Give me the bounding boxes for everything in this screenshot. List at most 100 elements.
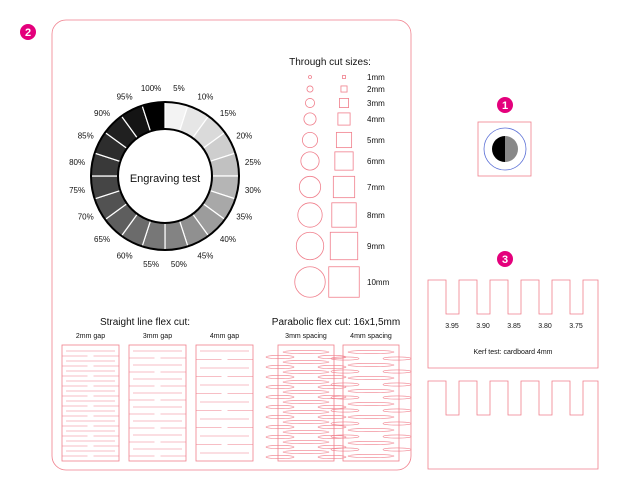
parabolic-flex-cut — [382, 356, 412, 361]
parabolic-flex-cut — [382, 395, 412, 400]
parabolic-flex-cut — [265, 425, 295, 429]
badge-3: 3 — [497, 251, 513, 267]
engraving-segment-label: 45% — [197, 251, 213, 260]
parabolic-flex-cut — [317, 395, 347, 399]
through-cut-circle — [298, 175, 322, 199]
parabolic-flex-cut — [265, 365, 295, 369]
parabolic-flex-cut — [282, 420, 330, 424]
parabolic-flex-cut — [330, 434, 360, 439]
through-cut-square — [334, 151, 354, 171]
straight-flex-sample — [195, 344, 254, 462]
through-cut-size-label: 4mm — [367, 115, 385, 124]
part-1-outer-circle — [483, 127, 527, 171]
kerf-comb-lower — [427, 380, 599, 470]
engraving-segment-label: 95% — [117, 93, 133, 102]
engraving-segment-label: 65% — [94, 235, 110, 244]
engraving-segment-label: 90% — [94, 109, 110, 118]
part-1-dark-half — [492, 136, 505, 162]
parabolic-flex-sample — [277, 344, 335, 462]
parabolic-flex-cut — [330, 369, 360, 374]
engraving-segment-label: 10% — [197, 93, 213, 102]
parabolic-flex-cut — [347, 402, 395, 406]
straight-flex-sample — [128, 344, 187, 462]
engraving-segment-label: 25% — [245, 158, 261, 167]
engraving-segment-label: 80% — [69, 158, 85, 167]
kerf-caption: Kerf test: cardboard 4mm — [474, 349, 553, 356]
parabolic-flex-cut — [347, 376, 395, 380]
through-cut-square — [342, 75, 346, 79]
through-cut-size-label: 10mm — [367, 278, 390, 287]
through-cut-size-label: 7mm — [367, 183, 385, 192]
parabolic-flex-cut — [265, 385, 295, 389]
engraving-segment-label: 70% — [78, 212, 94, 221]
parabolic-flex-cut — [330, 356, 360, 361]
kerf-value-label: 3.85 — [507, 323, 521, 330]
parabolic-flex-cut — [282, 410, 330, 414]
main-panel-outline — [51, 19, 412, 471]
parabolic-flex-cut — [330, 408, 360, 413]
parabolic-flex-cut — [347, 415, 395, 419]
part-1 — [477, 121, 532, 177]
parabolic-flex-cut — [282, 390, 330, 394]
through-cut-size-label: 3mm — [367, 99, 385, 108]
parabolic-flex-spacing-label: 4mm spacing — [350, 333, 392, 340]
parabolic-flex-sample — [342, 344, 400, 462]
parabolic-flex-spacing-label: 3mm spacing — [285, 333, 327, 340]
parabolic-flex-cut — [382, 382, 412, 387]
parabolic-flex-title: Parabolic flex cut: 16x1,5mm — [272, 317, 400, 328]
straight-flex-title: Straight line flex cut: — [100, 317, 190, 328]
parabolic-flex-cut — [382, 434, 412, 439]
parabolic-flex-cut — [347, 363, 395, 367]
through-cut-circle — [301, 131, 319, 149]
engraving-segment-label: 60% — [117, 251, 133, 260]
parabolic-flex-cut — [330, 395, 360, 400]
through-cut-title: Through cut sizes: — [289, 57, 371, 68]
through-cut-size-label: 2mm — [367, 85, 385, 94]
through-cut-square — [340, 85, 348, 93]
parabolic-flex-cut — [347, 350, 395, 354]
engraving-segment-label: 30% — [245, 186, 261, 195]
engraving-segment-label: 15% — [220, 109, 236, 118]
through-cut-square — [331, 202, 357, 228]
parabolic-flex-cut — [330, 447, 360, 452]
parabolic-flex-cut — [265, 445, 295, 449]
parabolic-flex-cut — [282, 440, 330, 444]
badge-1: 1 — [497, 97, 513, 113]
through-cut-square — [332, 175, 356, 199]
through-cut-size-label: 5mm — [367, 136, 385, 145]
engraving-segment-label: 50% — [171, 260, 187, 269]
through-cut-square — [339, 98, 349, 108]
engraving-segment-label: 40% — [220, 235, 236, 244]
engraving-segment-label: 35% — [236, 212, 252, 221]
engraving-segment-label: 20% — [236, 132, 252, 141]
parabolic-flex-cut — [265, 455, 295, 459]
engraving-ring: 5%10%15%20%25%30%35%40%45%50%55%60%65%70… — [69, 84, 261, 269]
parabolic-flex-cut — [265, 435, 295, 439]
parabolic-flex-cut — [330, 382, 360, 387]
part-1-grey-half — [505, 136, 518, 162]
parabolic-flex-cut — [347, 389, 395, 393]
through-cut-circle — [306, 85, 314, 93]
through-cut-circle — [300, 151, 320, 171]
parabolic-flex-cut — [317, 435, 347, 439]
parabolic-flex-cut — [282, 450, 330, 454]
parabolic-flex-cut — [382, 369, 412, 374]
badge-3-label: 3 — [502, 254, 508, 266]
parabolic-flex-cut — [347, 428, 395, 432]
kerf-value-label: 3.95 — [445, 323, 459, 330]
engraving-segment-label: 100% — [141, 84, 161, 93]
engraving-segment-label: 5% — [173, 84, 185, 93]
badge-1-label: 1 — [502, 100, 508, 112]
straight-flex-gap-label: 2mm gap — [76, 333, 105, 340]
parabolic-flex-cut — [265, 395, 295, 399]
through-cut-size-label: 1mm — [367, 73, 385, 82]
parabolic-flex-cut — [282, 350, 330, 354]
badge-2: 2 — [20, 24, 36, 40]
parabolic-flex-cut — [265, 375, 295, 379]
parabolic-flex-cut — [282, 370, 330, 374]
parabolic-flex-cut — [317, 375, 347, 379]
